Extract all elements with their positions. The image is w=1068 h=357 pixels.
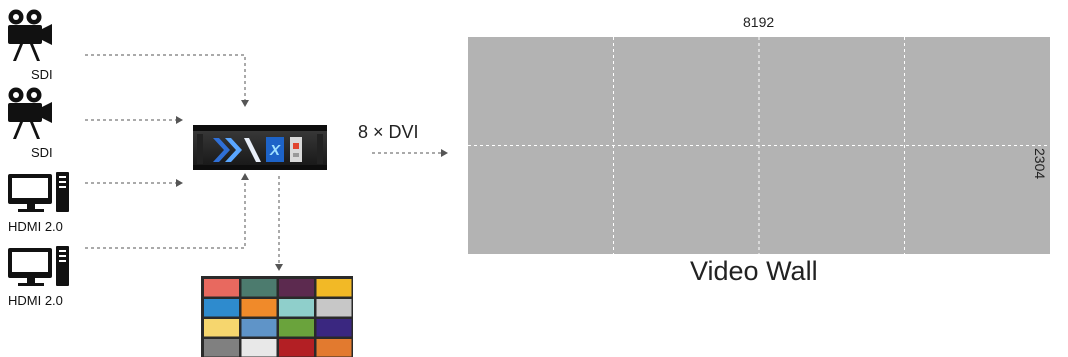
preview-tile xyxy=(204,339,239,357)
camera-icon xyxy=(8,87,52,139)
processor-logo-mark: X xyxy=(269,142,281,159)
input-connectors xyxy=(85,54,448,271)
preview-tile xyxy=(241,319,277,337)
preview-tile xyxy=(241,339,277,357)
preview-tile xyxy=(316,279,352,297)
connector-line xyxy=(85,173,249,249)
video-wall-height-label: 2304 xyxy=(1032,148,1048,180)
preview-tile xyxy=(279,279,314,297)
output-link-label: 8 × DVI xyxy=(358,122,419,142)
camera-icon xyxy=(8,9,52,61)
preview-tile xyxy=(316,339,352,357)
preview-tile xyxy=(241,279,277,297)
video-wall xyxy=(468,37,1050,254)
input-label-hdmi-2: HDMI 2.0 xyxy=(8,293,63,308)
monitor-icon xyxy=(8,172,69,212)
preview-tile xyxy=(279,319,314,337)
input-label-hdmi-1: HDMI 2.0 xyxy=(8,219,63,234)
preview-tile xyxy=(279,339,314,357)
video-processor: X xyxy=(193,125,327,170)
brand-logo xyxy=(213,138,261,162)
video-wall-width-label: 8192 xyxy=(743,14,775,30)
monitor-icon xyxy=(8,246,69,286)
input-label-sdi-2: SDI xyxy=(31,145,53,160)
preview-tile xyxy=(279,299,314,317)
preview-tile xyxy=(316,319,352,337)
preview-tile xyxy=(316,299,352,317)
input-label-sdi-1: SDI xyxy=(31,67,53,82)
preview-tile xyxy=(241,299,277,317)
connector-line xyxy=(85,54,249,107)
preview-tile xyxy=(204,299,239,317)
preview-tile xyxy=(204,319,239,337)
video-wall-title: Video Wall xyxy=(690,256,818,286)
preview-tile xyxy=(204,279,239,297)
preview-monitor xyxy=(201,276,353,357)
